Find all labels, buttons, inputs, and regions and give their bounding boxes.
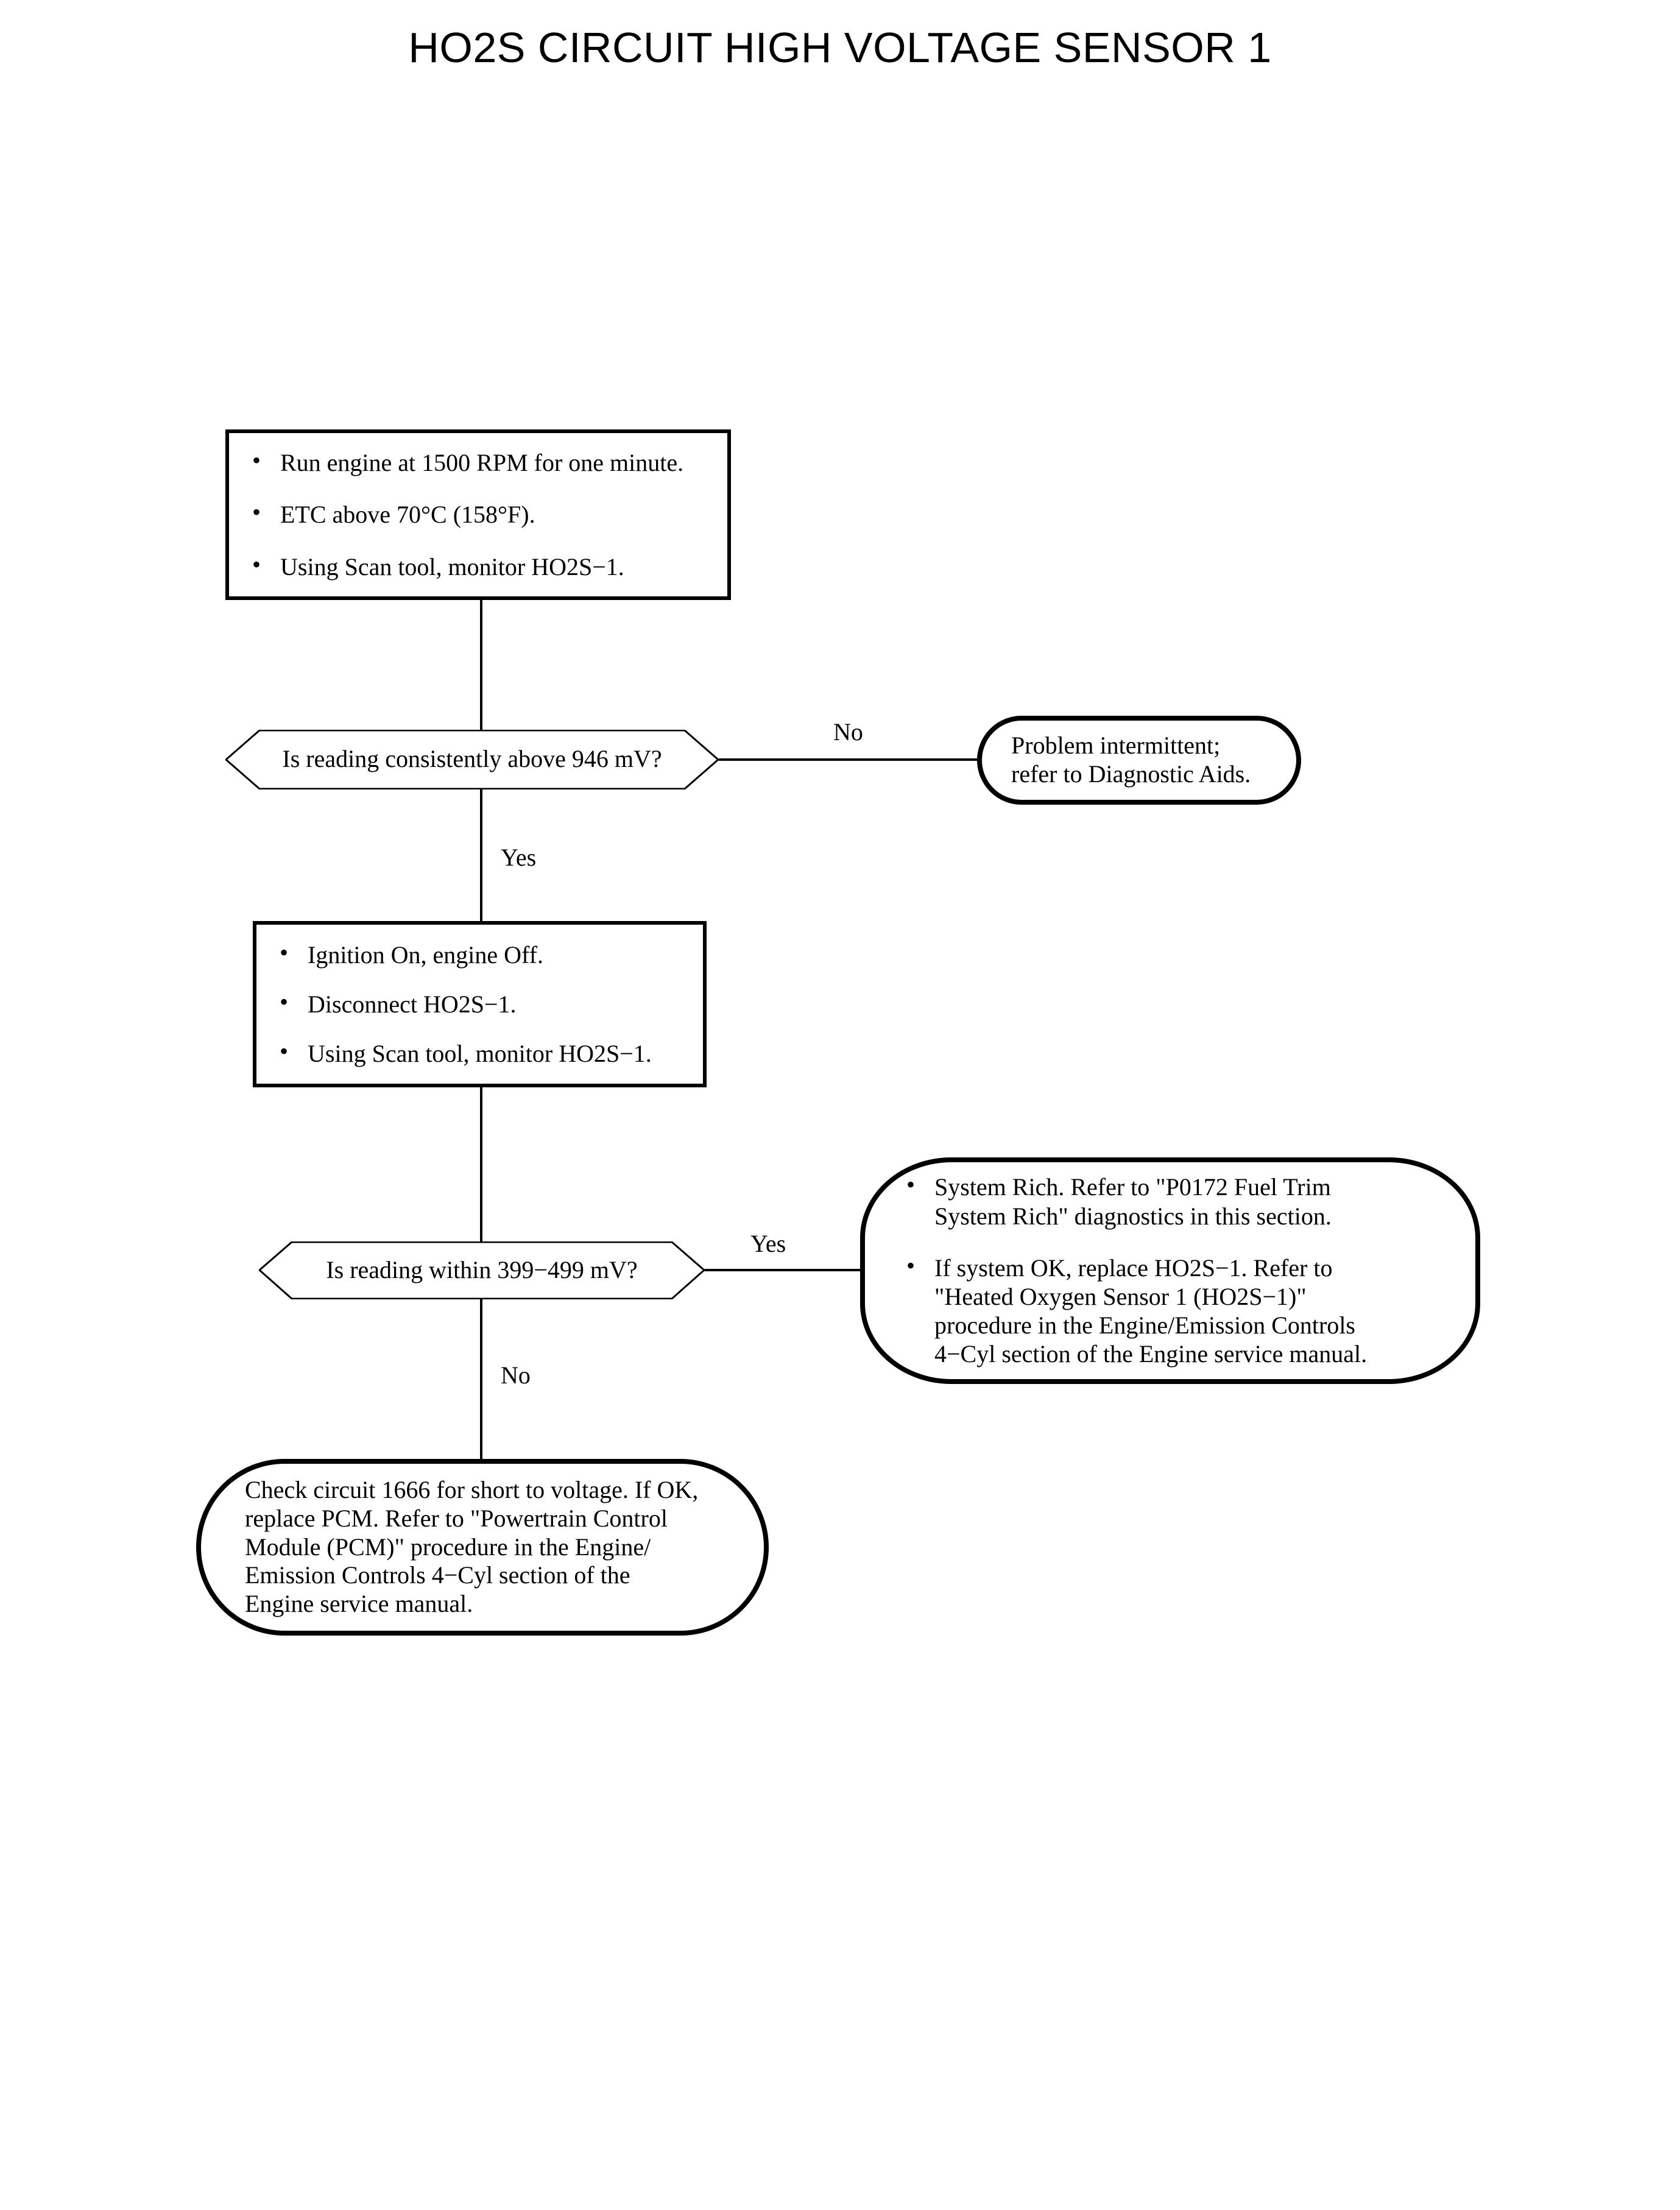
list-item: ETC above 70°C (158°F). (246, 498, 709, 529)
hexagon-shape (259, 1241, 705, 1299)
decision-reading-above-946mv: Is reading consistently above 946 mV? (225, 730, 719, 789)
terminal-problem-intermittent: Problem intermittent; refer to Diagnosti… (977, 716, 1301, 805)
process-box-step2: Ignition On, engine Off. Disconnect HO2S… (253, 921, 707, 1087)
page-title: HO2S CIRCUIT HIGH VOLTAGE SENSOR 1 (408, 24, 1272, 71)
process-box-step1: Run engine at 1500 RPM for one minute. E… (225, 429, 731, 600)
list-item: Using Scan tool, monitor HO2S−1. (246, 550, 709, 581)
bullet-list-system-rich: System Rich. Refer to "P0172 Fuel Trim S… (900, 1170, 1451, 1369)
decision-label: Is reading consistently above 946 mV? (282, 745, 662, 772)
terminal-text: Problem intermittent; refer to Diagnosti… (1011, 732, 1251, 788)
list-item: Using Scan tool, monitor HO2S−1. (274, 1037, 685, 1068)
branch-label-yes-1: Yes (501, 844, 537, 871)
bullet-list-step2: Ignition On, engine Off. Disconnect HO2S… (274, 938, 685, 1068)
list-item: If system OK, replace HO2S−1. Refer to "… (900, 1251, 1451, 1369)
decision-label: Is reading within 399−499 mV? (326, 1255, 638, 1283)
branch-label-no-2: No (501, 1361, 531, 1389)
hexagon-shape (225, 730, 719, 789)
list-item: System Rich. Refer to "P0172 Fuel Trim S… (900, 1170, 1451, 1230)
bullet-list-step1: Run engine at 1500 RPM for one minute. E… (246, 446, 709, 581)
branch-label-yes-2: Yes (750, 1230, 786, 1257)
list-item: Run engine at 1500 RPM for one minute. (246, 446, 709, 477)
terminal-system-rich: System Rich. Refer to "P0172 Fuel Trim S… (860, 1157, 1480, 1384)
branch-label-no-1: No (833, 718, 863, 746)
list-item: Disconnect HO2S−1. (274, 987, 685, 1019)
terminal-text: Check circuit 1666 for short to voltage.… (245, 1476, 699, 1618)
terminal-check-circuit-1666: Check circuit 1666 for short to voltage.… (196, 1459, 769, 1636)
list-item: Ignition On, engine Off. (274, 938, 685, 969)
decision-reading-within-399-499mv: Is reading within 399−499 mV? (259, 1241, 705, 1299)
